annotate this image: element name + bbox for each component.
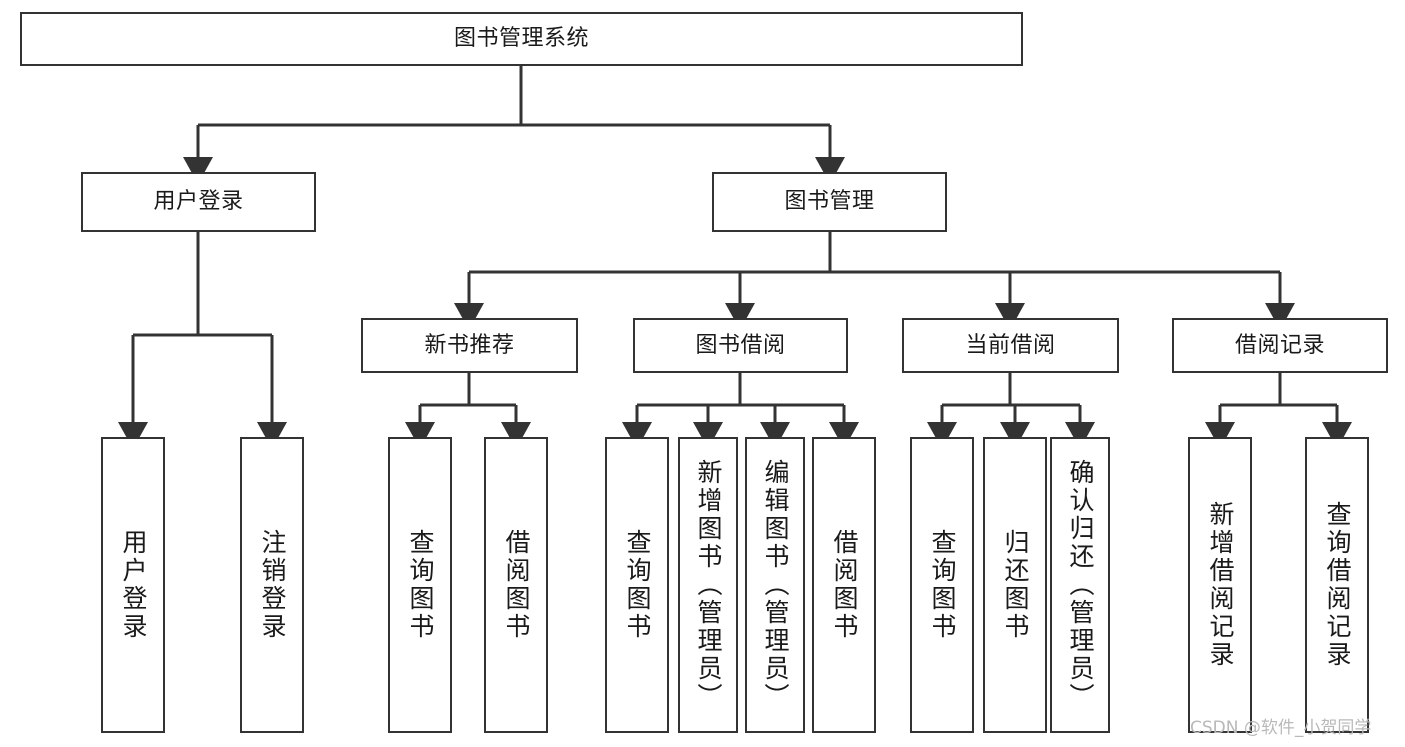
node-current-borrow[interactable]: 当前借阅 <box>902 318 1119 373</box>
node-label: 当前借阅 <box>965 332 1056 358</box>
node-root-system[interactable]: 图书管理系统 <box>20 12 1023 66</box>
node-leaf-edit-book[interactable]: 编辑图书（管理员） <box>745 437 805 733</box>
node-label: 用户登录 <box>119 529 148 641</box>
node-leaf-borrow-book-1[interactable]: 借阅图书 <box>484 437 548 733</box>
node-label: 归还图书 <box>1001 529 1030 641</box>
node-label: 查询图书 <box>623 529 652 641</box>
node-label: 查询图书 <box>406 529 435 641</box>
node-leaf-user-login[interactable]: 用户登录 <box>101 437 165 733</box>
node-user-login[interactable]: 用户登录 <box>81 172 316 232</box>
node-label: 确认归还（管理员） <box>1066 459 1095 711</box>
node-label: 查询图书 <box>928 529 957 641</box>
node-leaf-confirm-return[interactable]: 确认归还（管理员） <box>1050 437 1110 733</box>
node-label: 新增借阅记录 <box>1206 501 1235 669</box>
node-label: 借阅图书 <box>502 529 531 641</box>
node-leaf-add-borrow-record[interactable]: 新增借阅记录 <box>1188 437 1252 733</box>
node-label: 图书管理 <box>784 189 875 215</box>
node-leaf-add-book[interactable]: 新增图书（管理员） <box>678 437 738 733</box>
node-label: 新增图书（管理员） <box>694 459 723 711</box>
node-leaf-borrow-book-2[interactable]: 借阅图书 <box>812 437 876 733</box>
node-label: 注销登录 <box>258 529 287 641</box>
node-book-borrow[interactable]: 图书借阅 <box>633 318 848 373</box>
node-leaf-return-book[interactable]: 归还图书 <box>983 437 1047 733</box>
node-borrow-record[interactable]: 借阅记录 <box>1172 318 1388 373</box>
node-label: 图书借阅 <box>695 332 786 358</box>
node-label: 查询借阅记录 <box>1323 501 1352 669</box>
node-leaf-query-borrow-record[interactable]: 查询借阅记录 <box>1305 437 1369 733</box>
node-leaf-query-book-1[interactable]: 查询图书 <box>388 437 452 733</box>
node-label: 借阅记录 <box>1234 332 1325 358</box>
node-label: 图书管理系统 <box>453 26 589 52</box>
node-leaf-query-book-3[interactable]: 查询图书 <box>910 437 974 733</box>
watermark-credit: CSDN @软件_小贺同学 <box>1190 718 1372 738</box>
node-label: 借阅图书 <box>830 529 859 641</box>
node-leaf-query-book-2[interactable]: 查询图书 <box>605 437 669 733</box>
node-label: 新书推荐 <box>424 332 515 358</box>
node-new-book-recommend[interactable]: 新书推荐 <box>361 318 578 373</box>
node-leaf-logout[interactable]: 注销登录 <box>240 437 304 733</box>
node-label: 编辑图书（管理员） <box>761 459 790 711</box>
node-book-manage[interactable]: 图书管理 <box>712 172 947 232</box>
node-label: 用户登录 <box>153 189 244 215</box>
